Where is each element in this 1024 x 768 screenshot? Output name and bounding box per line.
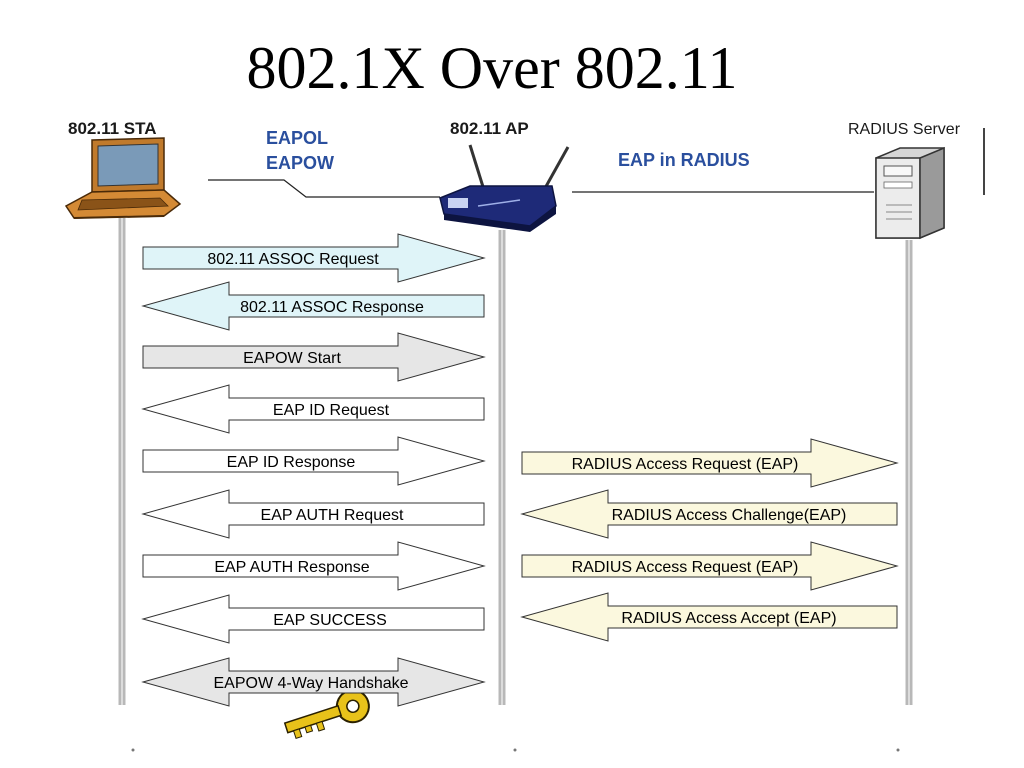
message-arrow-shape <box>141 657 486 707</box>
lifeline-ap <box>498 230 506 705</box>
lifeline-radius <box>905 240 913 705</box>
laptop-icon <box>64 137 182 219</box>
message-label: EAP ID Request <box>273 402 390 419</box>
eapol-link-line <box>208 179 440 198</box>
key-icon <box>283 689 370 740</box>
message-label: EAP SUCCESS <box>273 612 387 629</box>
message-arrow: RADIUS Access Challenge(EAP) <box>520 489 898 539</box>
message-arrow: 802.11 ASSOC Request <box>142 233 486 283</box>
message-label: RADIUS Access Accept (EAP) <box>621 610 836 627</box>
message-arrow: EAPOW Start <box>142 332 486 382</box>
message-arrow: RADIUS Access Request (EAP) <box>521 438 899 488</box>
message-arrow-shape <box>142 233 486 283</box>
eapow-label: EAPOW <box>266 153 335 173</box>
baseline-ticks <box>131 748 900 752</box>
message-arrow-shape <box>520 592 898 642</box>
ap-label: 802.11 AP <box>450 119 529 138</box>
message-arrow: EAP AUTH Response <box>142 541 486 591</box>
message-arrow-shape <box>141 281 485 331</box>
message-label: RADIUS Access Challenge(EAP) <box>612 507 847 524</box>
message-arrow: EAP ID Response <box>142 436 486 486</box>
message-arrow-shape <box>521 438 899 488</box>
message-label: EAP ID Response <box>227 454 356 471</box>
message-label: EAP AUTH Response <box>214 559 369 576</box>
message-label: EAPOW Start <box>243 350 341 367</box>
message-label: RADIUS Access Request (EAP) <box>572 456 799 473</box>
radius-server-label: RADIUS Server <box>848 121 961 138</box>
eap-in-radius-label: EAP in RADIUS <box>618 150 750 170</box>
message-label: RADIUS Access Request (EAP) <box>572 559 799 576</box>
message-label: EAPOW 4-Way Handshake <box>213 675 408 692</box>
slide-title: 802.1X Over 802.11 <box>246 35 738 101</box>
message-label: 802.11 ASSOC Request <box>207 251 379 268</box>
message-arrow: EAP ID Request <box>141 384 485 434</box>
router-icon <box>439 144 570 232</box>
message-arrow-shape <box>142 332 486 382</box>
message-arrow: RADIUS Access Accept (EAP) <box>520 592 898 642</box>
message-arrow-shape <box>141 384 485 434</box>
message-arrow-shape <box>142 541 486 591</box>
lifeline-sta <box>118 218 126 705</box>
message-arrow: EAP SUCCESS <box>141 594 485 644</box>
message-arrow-shape <box>521 541 899 591</box>
message-arrow: 802.11 ASSOC Response <box>141 281 485 331</box>
message-label: EAP AUTH Request <box>261 507 404 524</box>
messages-group: 802.11 ASSOC Request 802.11 ASSOC Respons… <box>141 233 899 707</box>
sta-label: 802.11 STA <box>68 119 157 138</box>
message-arrow-shape <box>141 594 485 644</box>
message-arrow-shape <box>141 489 485 539</box>
eapol-label: EAPOL <box>266 128 329 148</box>
message-arrow-shape <box>520 489 898 539</box>
server-icon <box>875 146 945 240</box>
message-arrow-shape <box>142 436 486 486</box>
message-arrow: EAPOW 4-Way Handshake <box>141 657 486 707</box>
message-arrow: EAP AUTH Request <box>141 489 485 539</box>
message-arrow: RADIUS Access Request (EAP) <box>521 541 899 591</box>
message-label: 802.11 ASSOC Response <box>240 299 424 316</box>
